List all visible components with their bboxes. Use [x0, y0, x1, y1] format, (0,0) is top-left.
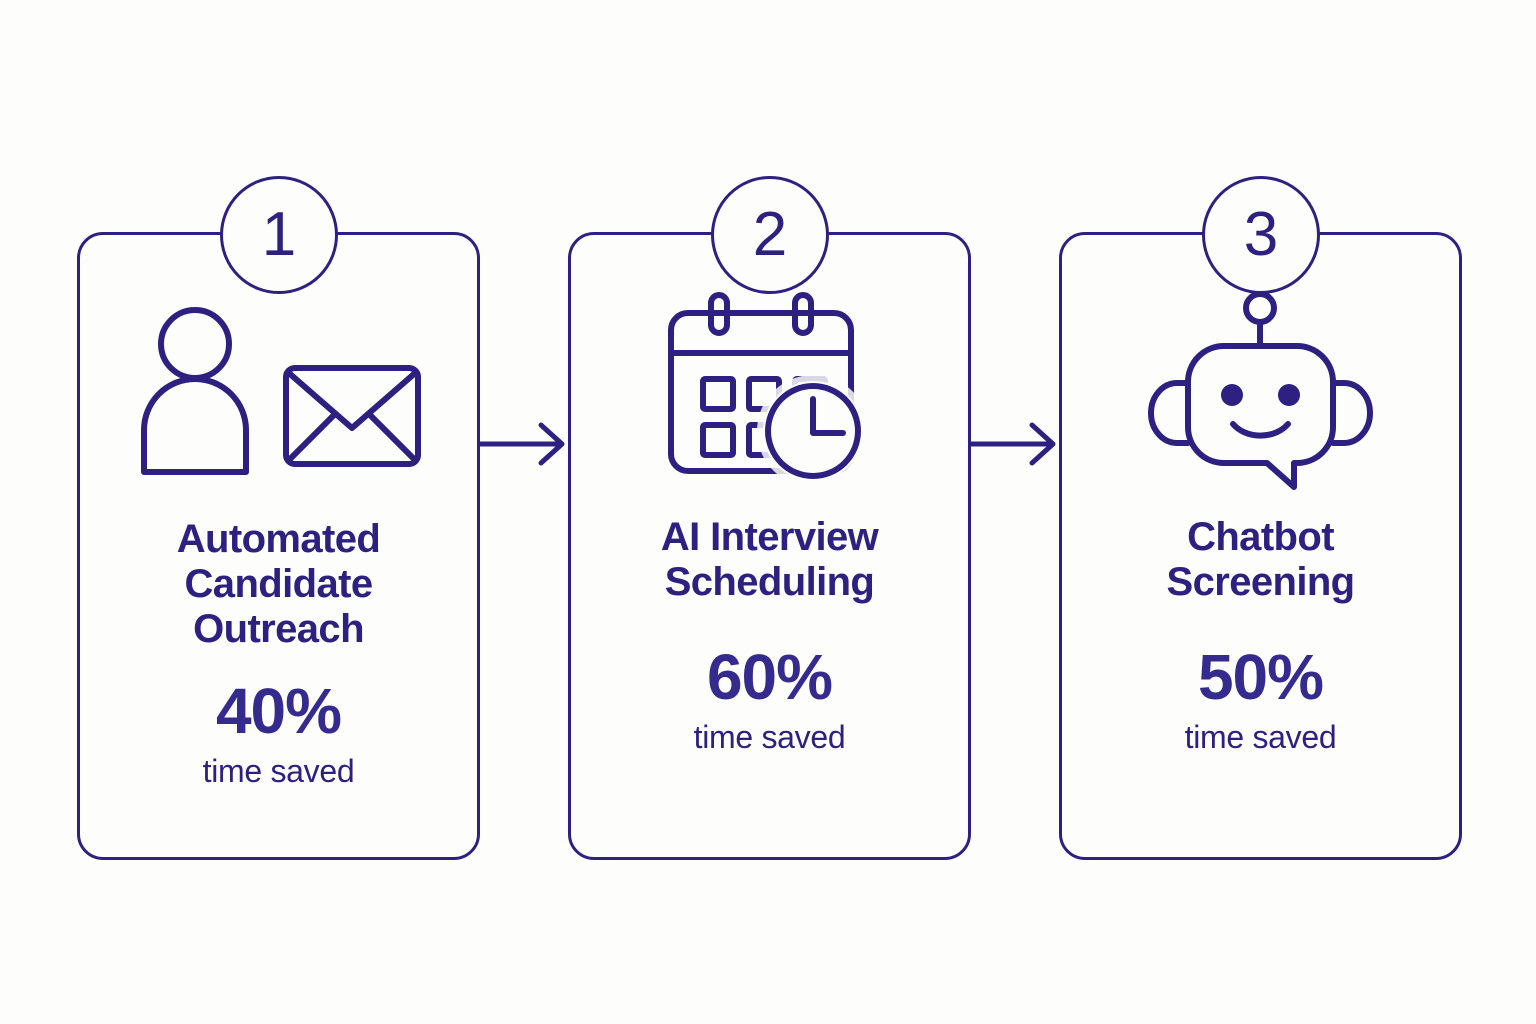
step-caption: time saved: [1184, 718, 1337, 755]
step-percent: 40%: [215, 675, 342, 748]
step-number-label: 2: [752, 200, 787, 269]
arrow-step-1-to-2: [477, 418, 572, 470]
step-caption: time saved: [693, 718, 846, 755]
arrow-step-2-to-3: [968, 418, 1063, 470]
step-card-2[interactable]: 2: [568, 176, 971, 860]
step-number-badge-2: 2: [710, 176, 829, 294]
step-percent: 50%: [1197, 640, 1324, 713]
step-card-3[interactable]: 3: [1059, 176, 1462, 860]
step-percent: 60%: [706, 640, 833, 713]
step-number-label: 1: [261, 200, 296, 269]
step-number-label: 3: [1243, 200, 1278, 269]
chatbot-robot-icon: [1148, 291, 1373, 491]
person-envelope-icon: [134, 291, 424, 491]
step-title: AI Interview Scheduling: [660, 515, 879, 604]
step-number-badge-3: 3: [1201, 176, 1320, 294]
step-card-1[interactable]: 1 Automated Candidate Outreach: [77, 176, 480, 860]
step-title: Automated Candidate Outreach: [176, 517, 381, 651]
step-caption: time saved: [202, 753, 355, 790]
step-number-badge-1: 1: [219, 176, 338, 294]
step-title: Chatbot Screening: [1166, 515, 1356, 604]
calendar-clock-icon: [655, 291, 885, 491]
